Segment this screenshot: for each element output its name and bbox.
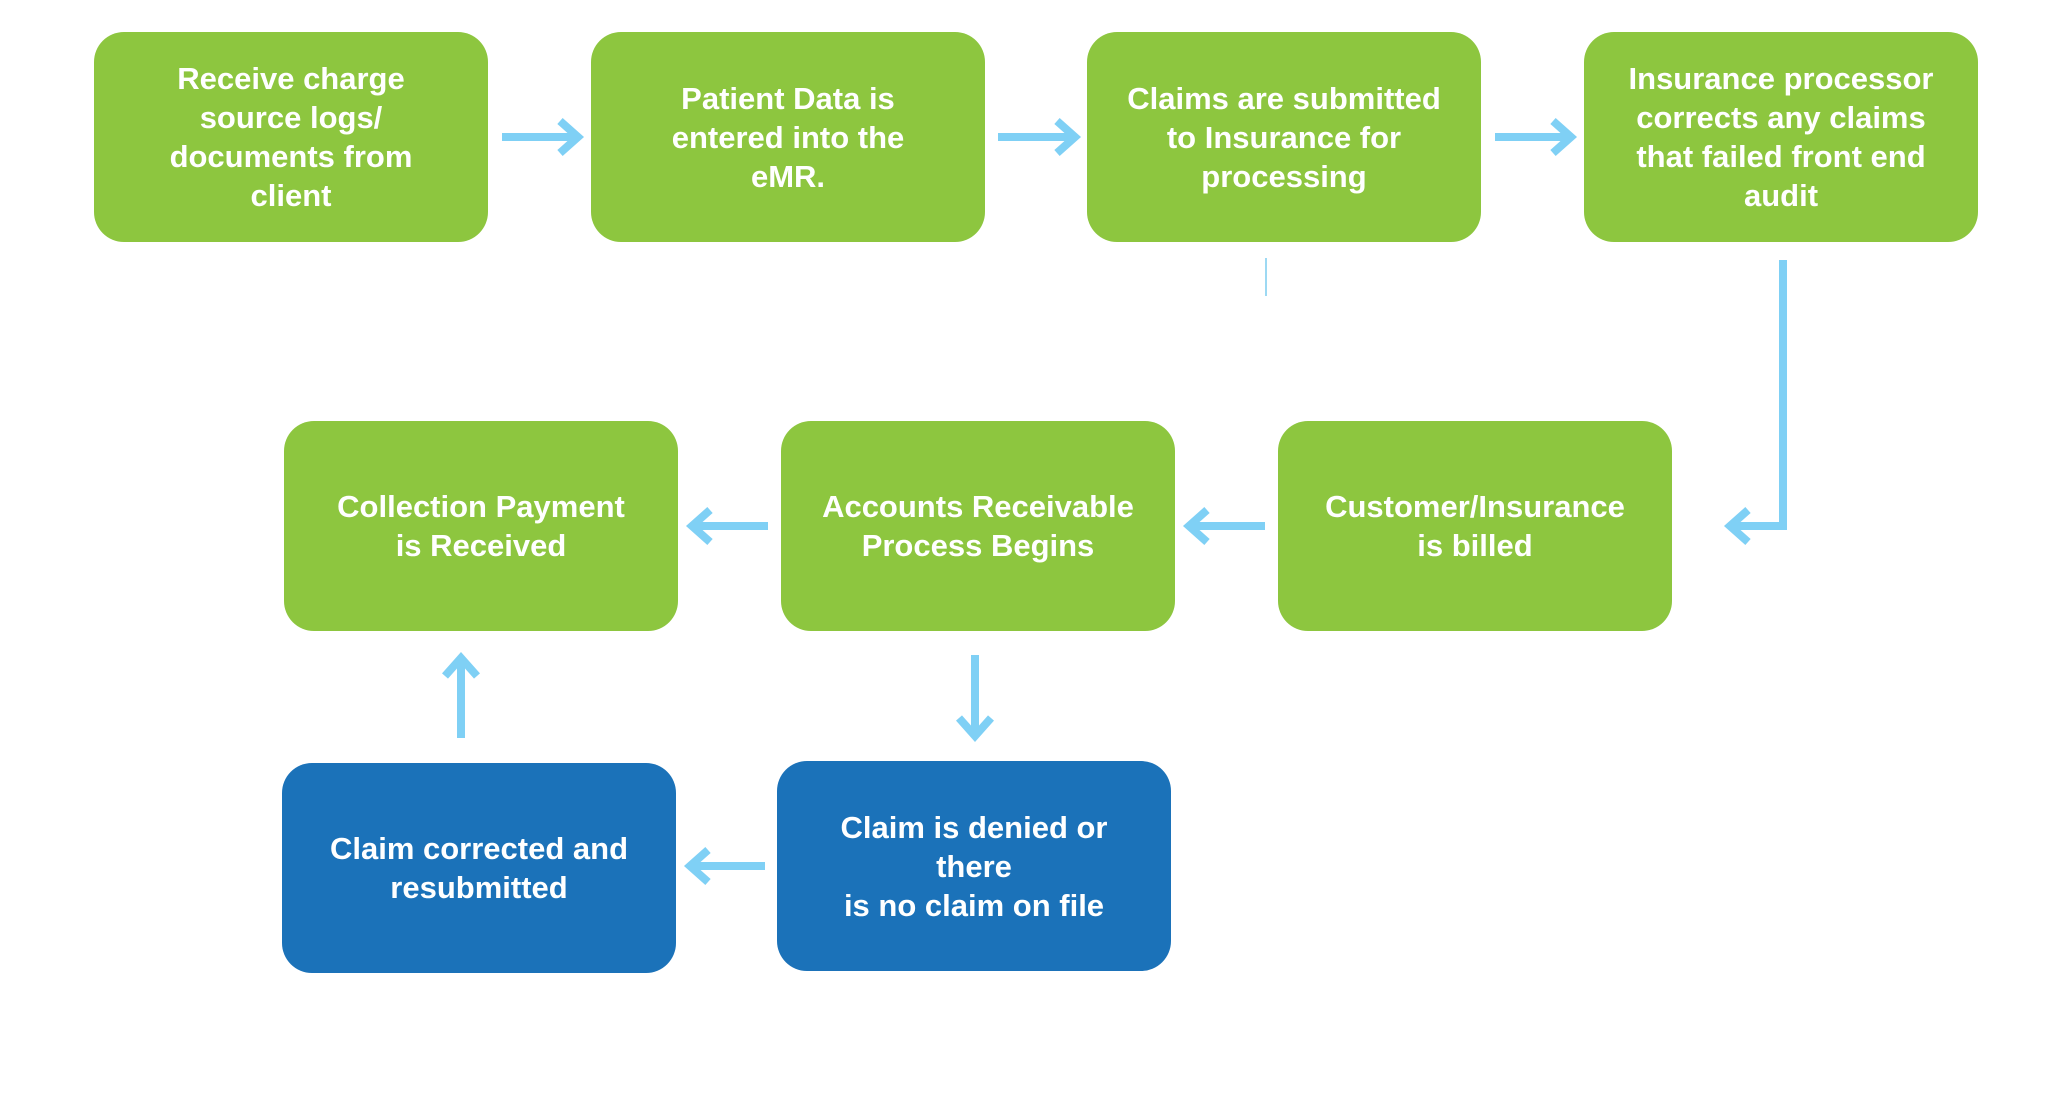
arrow-elbow-down-left <box>1723 260 1787 545</box>
step-patient-data-label: Patient Data is entered into the eMR. <box>671 80 905 194</box>
step-insurance-processor: Insurance processor corrects any claims … <box>1584 32 1978 242</box>
step-patient-data: Patient Data is entered into the eMR. <box>591 32 985 242</box>
step-claim-denied: Claim is denied or there is no claim on … <box>777 761 1171 971</box>
step-claim-corrected-label: Claim corrected and resubmitted <box>329 831 629 905</box>
step-insurance-processor-label: Insurance processor corrects any claims … <box>1628 61 1934 213</box>
arrow-up <box>442 651 480 738</box>
step-accounts-receivable: Accounts Receivable Process Begins <box>781 421 1175 631</box>
step-receive-logs-label: Receive charge source logs/ documents fr… <box>169 61 413 213</box>
arrow-left-3 <box>683 847 765 885</box>
arrow-left-2 <box>685 507 768 545</box>
step-accounts-receivable-label: Accounts Receivable Process Begins <box>822 489 1134 563</box>
arrow-down <box>956 655 994 743</box>
arrow-left-1 <box>1182 507 1265 545</box>
step-customer-billed: Customer/Insurance is billed <box>1278 421 1672 631</box>
step-claim-corrected: Claim corrected and resubmitted <box>282 763 676 973</box>
step-collection-payment-label: Collection Payment is Received <box>337 489 625 563</box>
arrow-right-2 <box>998 118 1082 156</box>
step-claim-denied-label: Claim is denied or there is no claim on … <box>840 809 1108 923</box>
step-claims-submitted-label: Claims are submitted to Insurance for pr… <box>1127 80 1441 194</box>
step-claims-submitted: Claims are submitted to Insurance for pr… <box>1087 32 1481 242</box>
arrow-right-3 <box>1495 118 1578 156</box>
step-customer-billed-label: Customer/Insurance is billed <box>1325 489 1625 563</box>
step-receive-logs: Receive charge source logs/ documents fr… <box>94 32 488 242</box>
step-collection-payment: Collection Payment is Received <box>284 421 678 631</box>
arrow-right-1 <box>502 118 585 156</box>
